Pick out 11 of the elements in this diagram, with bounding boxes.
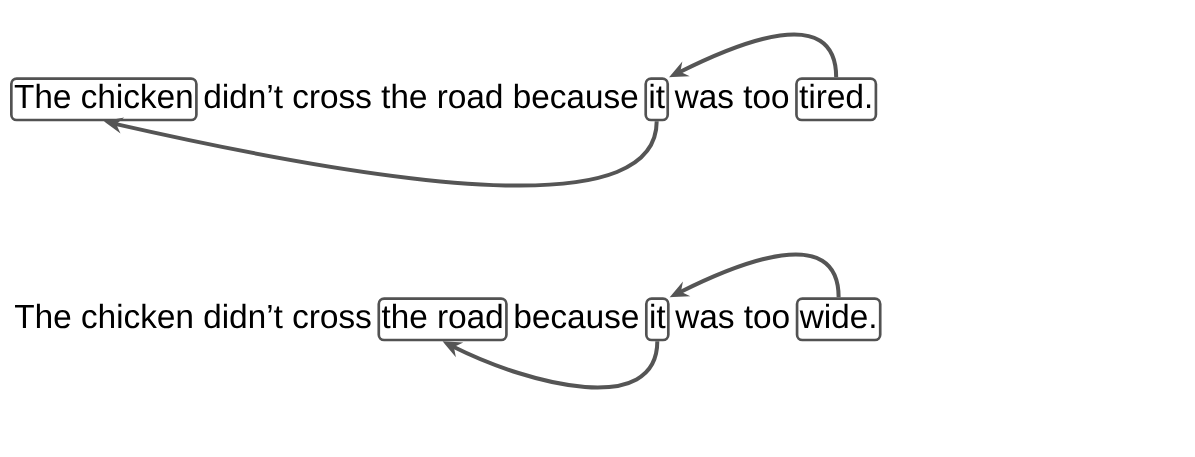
sentence-text: The chicken didn’t cross	[15, 303, 371, 329]
sentence-text: was too	[674, 86, 789, 109]
word-box: wide.	[795, 297, 882, 342]
sentence-text: didn’t cross the road because	[204, 83, 638, 109]
word-box: The chicken	[10, 77, 198, 122]
sentence-text: was too	[675, 306, 789, 329]
sentence-text: because	[515, 303, 638, 329]
word-box: it	[644, 77, 670, 122]
word-box: tired.	[795, 77, 878, 122]
word-box: it	[645, 297, 670, 342]
word-box: the road	[377, 297, 508, 342]
